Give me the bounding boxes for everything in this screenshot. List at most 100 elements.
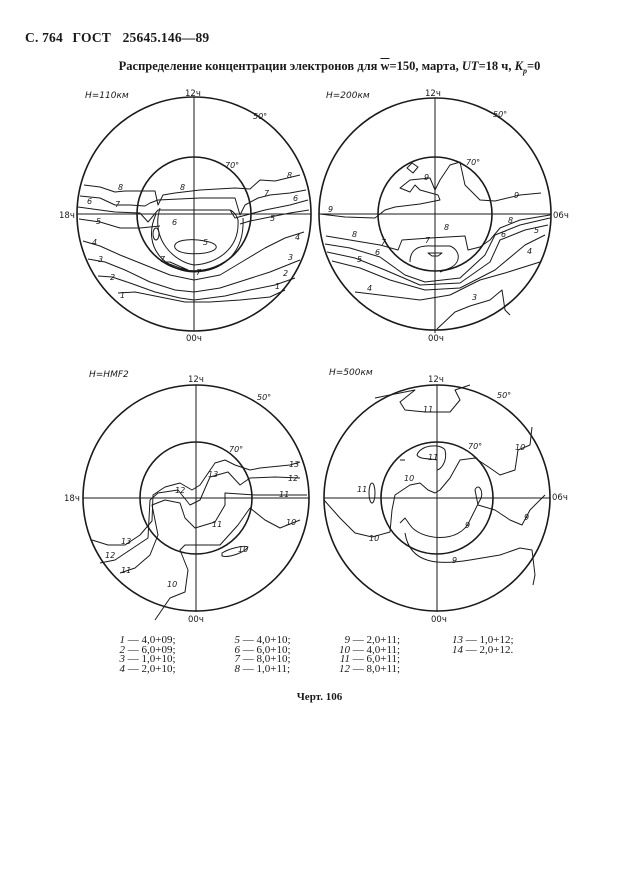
svg-text:9: 9	[514, 191, 519, 200]
svg-text:9: 9	[465, 521, 470, 530]
svg-text:7: 7	[381, 238, 387, 247]
svg-text:9: 9	[328, 205, 333, 214]
polar-plot-h500: H=500км 12ч 00ч 06ч 50° 70° 11 11 11 10 …	[323, 368, 568, 625]
svg-text:11: 11	[423, 405, 433, 414]
legend-item: 2 — 6,0+09;	[119, 643, 176, 656]
tick-18h: 18ч	[64, 494, 80, 504]
legend-item: 3 — 1,0+10;	[119, 653, 176, 666]
svg-text:13: 13	[121, 537, 131, 546]
svg-text:8: 8	[118, 183, 123, 192]
svg-text:11: 11	[357, 485, 367, 494]
svg-text:9: 9	[524, 513, 529, 522]
svg-text:7: 7	[196, 268, 202, 277]
kp-symbol: K	[514, 59, 523, 73]
legend-item: 10 — 4,0+11;	[339, 643, 401, 656]
legend-column-4: 13 — 1,0+12; 14 — 2,0+12.	[449, 634, 514, 656]
svg-text:6: 6	[87, 197, 92, 206]
svg-text:9: 9	[424, 173, 429, 182]
svg-text:50°: 50°	[257, 393, 271, 402]
svg-text:12: 12	[175, 486, 185, 495]
svg-text:11: 11	[428, 453, 438, 462]
page-number: С. 764	[25, 30, 63, 45]
page-header: С. 764 ГОСТ 25645.146—89	[25, 30, 209, 46]
legend-item: 11 — 6,0+11;	[339, 653, 401, 666]
svg-text:6: 6	[375, 248, 380, 257]
svg-text:8: 8	[444, 223, 449, 232]
svg-text:11: 11	[121, 566, 131, 575]
svg-text:5: 5	[203, 238, 208, 247]
svg-text:5: 5	[534, 226, 539, 235]
svg-text:50°: 50°	[253, 112, 267, 121]
ut-symbol: UT	[461, 59, 479, 73]
svg-text:10: 10	[167, 580, 177, 589]
w-symbol: w	[380, 59, 390, 73]
standard-number: 25645.146—89	[122, 30, 210, 45]
legend-item: 9 — 2,0+11;	[344, 634, 401, 646]
tick-00h: 00ч	[186, 334, 202, 344]
title-text: Распределение концентрации электронов дл…	[118, 59, 381, 73]
legend-item: 1 — 4,0+09;	[119, 634, 176, 646]
svg-text:3: 3	[472, 293, 477, 302]
figure-caption: Черт. 106	[296, 691, 343, 703]
svg-text:11: 11	[279, 490, 289, 499]
legend-item: 4 — 2,0+10;	[119, 662, 176, 675]
svg-text:4: 4	[367, 284, 372, 293]
tick-00h: 00ч	[428, 334, 444, 344]
svg-text:13: 13	[208, 470, 218, 479]
plot-title: H=110км	[85, 91, 129, 101]
svg-text:7: 7	[115, 200, 121, 209]
svg-text:13: 13	[289, 460, 299, 469]
svg-text:7: 7	[425, 236, 431, 245]
svg-text:8: 8	[352, 230, 357, 239]
svg-text:2: 2	[110, 273, 115, 282]
svg-text:70°: 70°	[229, 445, 243, 454]
svg-text:6: 6	[172, 218, 177, 227]
tick-00h: 00ч	[431, 615, 447, 625]
svg-text:7: 7	[160, 255, 166, 264]
legend-column-3: 9 — 2,0+11; 10 — 4,0+11; 11 — 6,0+11; 12…	[336, 634, 401, 675]
plot-title: H=200км	[326, 91, 370, 101]
polar-plot-hmf2: H=HMF2 12ч 00ч 18ч 50° 70° 13 12 11 10 1…	[64, 370, 310, 625]
svg-text:50°: 50°	[493, 110, 507, 119]
tick-12h: 12ч	[425, 89, 441, 99]
legend-item: 6 — 6,0+10;	[234, 643, 291, 656]
svg-text:12: 12	[288, 474, 298, 483]
ut-value: =18 ч,	[478, 59, 515, 73]
svg-text:6: 6	[501, 230, 506, 239]
svg-text:8: 8	[508, 216, 513, 225]
tick-12h: 12ч	[188, 375, 204, 385]
svg-text:8: 8	[287, 171, 292, 180]
tick-00h: 00ч	[188, 615, 204, 625]
tick-12h: 12ч	[428, 375, 444, 385]
plot-title: H=500км	[329, 368, 373, 378]
legend-item: 13 — 1,0+12;	[452, 634, 514, 646]
svg-text:2: 2	[283, 269, 288, 278]
svg-text:8: 8	[180, 183, 185, 192]
standard-label: ГОСТ	[72, 30, 112, 45]
kp-value: =0	[526, 59, 541, 73]
svg-text:12: 12	[105, 551, 115, 560]
kp-sub: p	[522, 66, 527, 76]
polar-plot-h110: H=110км 12ч 00ч 18ч 50° 70° 8 8 7 6 6 5 …	[59, 89, 312, 344]
svg-text:10: 10	[369, 534, 379, 543]
svg-text:50°: 50°	[497, 391, 511, 400]
svg-text:5: 5	[357, 255, 362, 264]
tick-06h: 06ч	[553, 211, 569, 221]
svg-text:9: 9	[452, 556, 457, 565]
svg-text:3: 3	[98, 255, 103, 264]
legend-item: 8 — 1,0+11;	[234, 662, 291, 675]
legend-item: 12 — 8,0+11;	[339, 662, 401, 675]
svg-text:70°: 70°	[225, 161, 239, 170]
svg-text:7: 7	[264, 189, 270, 198]
svg-text:70°: 70°	[466, 158, 480, 167]
legend-item: 14 — 2,0+12.	[452, 643, 514, 656]
svg-text:10: 10	[286, 518, 296, 527]
svg-text:1: 1	[120, 291, 125, 300]
svg-text:10: 10	[404, 474, 414, 483]
svg-text:4: 4	[92, 238, 97, 247]
svg-text:5: 5	[270, 214, 275, 223]
svg-text:1: 1	[275, 282, 280, 291]
legend-column-1: 1 — 4,0+09; 2 — 6,0+09; 3 — 1,0+10; 4 — …	[111, 634, 176, 675]
legend-item: 7 — 8,0+10;	[234, 653, 291, 666]
